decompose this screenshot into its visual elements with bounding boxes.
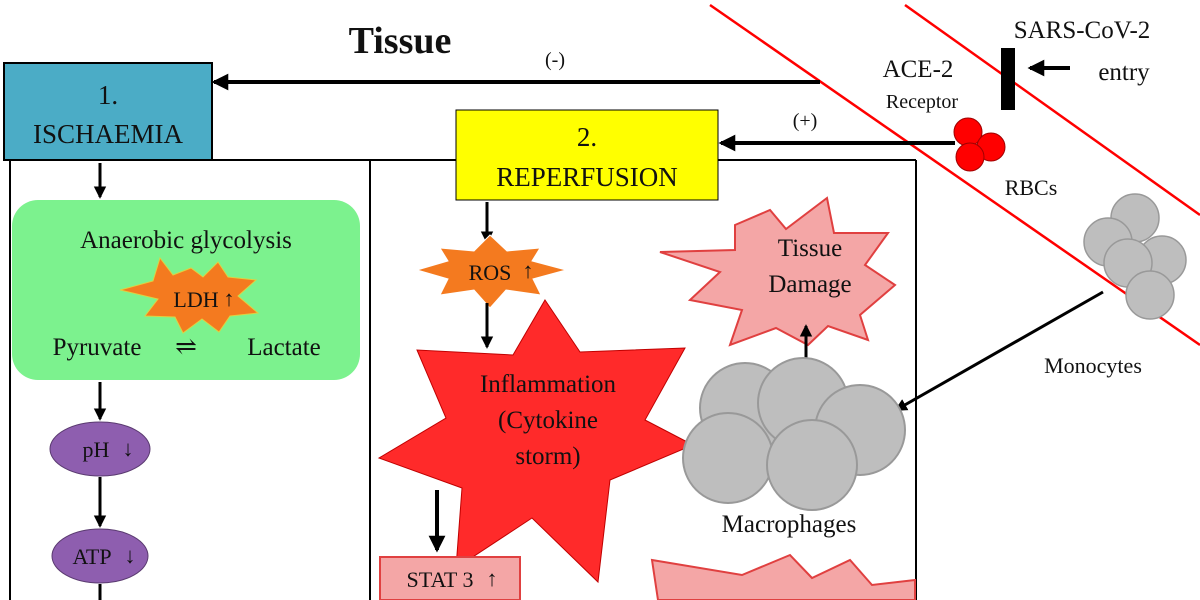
ph-oval-fill — [49, 421, 151, 477]
reperfusion-box-fill — [455, 109, 719, 201]
atp-oval-fill — [51, 528, 149, 584]
inflammation-line-3: storm) — [515, 443, 580, 470]
ros-burst — [415, 234, 568, 309]
macrophages-label: Macrophages — [722, 511, 857, 538]
stat3-up-arrow: ↑ — [487, 566, 498, 591]
macrophage-cluster — [682, 357, 906, 511]
monocyte-cell — [1125, 270, 1175, 320]
virus-label: SARS-CoV-2 — [1014, 17, 1151, 44]
diagram-title: Tissue — [349, 20, 452, 62]
inflammation-burst — [377, 299, 695, 584]
ros-burst-group: ROS ↑ — [415, 234, 568, 309]
tissue-damage-line-2: Damage — [768, 271, 851, 298]
glycolysis-box: Anaerobic glycolysis LDH ↑ Pyruvate ⇌ La… — [12, 200, 360, 380]
equilibrium-symbol: ⇌ — [175, 332, 197, 361]
ldh-up-arrow: ↑ — [224, 286, 235, 311]
atp-label: ATP — [72, 544, 111, 569]
atp-down-arrow: ↓ — [125, 543, 136, 568]
stat3-label: STAT 3 — [407, 567, 474, 592]
macrophage-cell — [682, 412, 774, 504]
ph-down-arrow: ↓ — [123, 436, 134, 461]
positive-sign: (+) — [793, 110, 818, 132]
macrophage-cell — [766, 419, 858, 511]
reperfusion-box: 2. REPERFUSION — [455, 109, 719, 201]
ros-up-arrow: ↑ — [523, 258, 534, 283]
rbcs-label: RBCs — [1005, 175, 1058, 200]
inflammation-line-1: Inflammation — [480, 371, 617, 398]
stat3-box-fill — [379, 556, 521, 600]
lower-damage-burst — [650, 553, 916, 600]
atp-oval: ATP ↓ — [51, 528, 149, 584]
ischaemia-box: 1. ISCHAEMIA — [3, 62, 213, 161]
tissue-damage-burst-group: Tissue Damage — [659, 196, 897, 347]
tissue-damage-line-1: Tissue — [778, 235, 842, 262]
membrane-line-inner — [709, 3, 1200, 347]
ischaemia-label: ISCHAEMIA — [33, 119, 184, 149]
inflammation-burst-group: Inflammation (Cytokine storm) — [377, 299, 695, 584]
monocytes-label: Monocytes — [1044, 353, 1142, 378]
membrane-line-outer — [904, 3, 1200, 217]
monocyte-to-macrophage-arrow — [894, 290, 1104, 412]
ischaemia-number: 1. — [98, 80, 118, 110]
glycolysis-title: Anaerobic glycolysis — [80, 227, 292, 254]
ldh-label: LDH — [173, 287, 218, 312]
virus-entry-label: entry — [1098, 59, 1150, 86]
ischaemia-box-fill — [3, 62, 213, 161]
ph-oval: pH ↓ — [49, 421, 151, 477]
rbc-cell — [955, 142, 985, 172]
ace2-receptor-bar — [1001, 48, 1015, 110]
reperfusion-label: REPERFUSION — [496, 162, 678, 192]
lactate-label: Lactate — [247, 334, 321, 361]
negative-sign: (-) — [545, 49, 565, 71]
receptor-label: Receptor — [886, 91, 959, 113]
reperfusion-number: 2. — [577, 122, 597, 152]
ros-label: ROS — [469, 260, 512, 285]
ldh-burst — [119, 256, 260, 334]
inflammation-line-2: (Cytokine — [498, 407, 598, 434]
stat3-box: STAT 3 ↑ — [379, 556, 521, 600]
ace2-label: ACE-2 — [883, 56, 954, 83]
rbc-cluster — [953, 117, 1006, 172]
tissue-damage-burst — [659, 196, 897, 347]
ph-label: pH — [83, 437, 110, 462]
pyruvate-label: Pyruvate — [53, 334, 142, 361]
monocyte-cluster — [1083, 193, 1187, 320]
